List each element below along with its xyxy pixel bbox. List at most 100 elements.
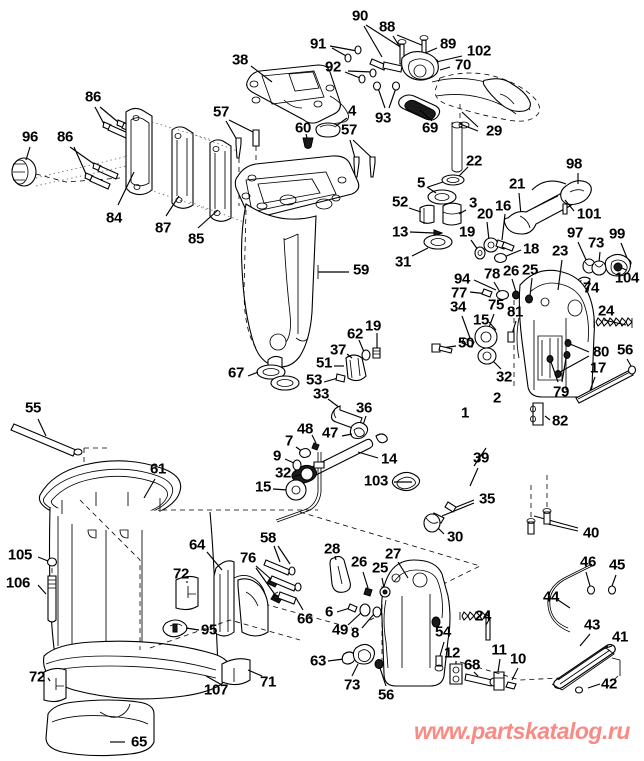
callout-62: 62	[346, 325, 364, 343]
group-side-covers	[11, 106, 245, 229]
callout-7: 7	[284, 432, 294, 450]
callout-57-left: 57	[212, 103, 230, 121]
callout-103: 103	[363, 472, 389, 490]
callout-15-upper: 15	[472, 311, 490, 329]
callout-67: 67	[227, 364, 245, 382]
callout-59: 59	[352, 261, 370, 279]
callout-91: 91	[309, 35, 327, 53]
callout-84: 84	[105, 209, 123, 227]
callout-26-lower: 26	[350, 553, 368, 571]
group-exhaust-housing	[234, 155, 360, 386]
callout-15-lower: 15	[254, 478, 272, 496]
callout-76: 76	[239, 549, 257, 567]
callout-68: 68	[463, 656, 481, 674]
callout-101: 101	[576, 205, 602, 223]
callout-54: 54	[434, 623, 452, 641]
callout-16: 16	[494, 197, 512, 215]
callout-40: 40	[582, 524, 600, 542]
callout-46: 46	[579, 553, 597, 571]
callout-58: 58	[259, 529, 277, 547]
group-lower-housing	[10, 418, 304, 757]
callout-105: 105	[7, 546, 33, 564]
group-top-plate	[246, 64, 349, 125]
callout-13: 13	[391, 223, 409, 241]
callout-21: 21	[508, 175, 526, 193]
callout-73-lower: 73	[343, 676, 361, 694]
callout-98: 98	[565, 155, 583, 173]
callout-20: 20	[476, 205, 494, 223]
callout-94: 94	[453, 270, 471, 288]
callout-38: 38	[231, 51, 249, 69]
callout-42: 42	[600, 675, 618, 693]
callout-47: 47	[321, 424, 339, 442]
callout-45: 45	[608, 556, 626, 574]
callout-32-lower: 32	[274, 464, 292, 482]
callout-49: 49	[331, 621, 349, 639]
callout-77: 77	[450, 284, 468, 302]
callout-93: 93	[374, 109, 392, 127]
callout-104: 104	[614, 269, 640, 287]
callout-102: 102	[466, 42, 492, 60]
callout-92: 92	[324, 58, 342, 76]
callout-73-upper: 73	[587, 234, 605, 252]
callout-5: 5	[416, 174, 426, 192]
callout-25-upper: 25	[521, 261, 539, 279]
callout-56-lower: 56	[377, 686, 395, 704]
callout-1: 1	[460, 404, 470, 422]
callout-97: 97	[566, 224, 584, 242]
callout-14: 14	[380, 450, 398, 468]
callout-71: 71	[259, 673, 277, 691]
callout-85: 85	[187, 230, 205, 248]
callout-12: 12	[443, 644, 461, 662]
callout-8: 8	[350, 624, 360, 642]
callout-10: 10	[509, 650, 527, 668]
callout-96: 96	[21, 128, 39, 146]
callout-25-lower: 25	[371, 559, 389, 577]
callout-48: 48	[296, 420, 314, 438]
callout-60: 60	[294, 119, 312, 137]
callout-89: 89	[439, 35, 457, 53]
callout-52: 52	[391, 193, 409, 211]
callout-11: 11	[491, 641, 507, 659]
callout-72-lower: 72	[28, 668, 46, 686]
callout-35: 35	[478, 490, 496, 508]
callout-53: 53	[305, 371, 323, 389]
callout-78: 78	[483, 265, 501, 283]
callout-3: 3	[468, 194, 478, 212]
callout-19-lower: 19	[364, 317, 382, 335]
callout-56-upper: 56	[616, 341, 634, 359]
callout-29: 29	[485, 122, 503, 140]
callout-18: 18	[522, 240, 540, 258]
callout-87: 87	[154, 219, 172, 237]
callout-4: 4	[347, 102, 357, 120]
callout-41: 41	[611, 628, 629, 646]
callout-69: 69	[421, 119, 439, 137]
group-studs-57	[225, 117, 376, 206]
callout-33: 33	[312, 385, 330, 403]
callout-55: 55	[24, 399, 42, 417]
callout-31: 31	[394, 253, 412, 271]
callout-51: 51	[315, 354, 333, 372]
callout-74: 74	[582, 279, 600, 297]
callout-90: 90	[351, 7, 369, 25]
callout-32-upper: 32	[495, 368, 513, 386]
site-watermark: www.partskatalog.ru	[414, 718, 630, 744]
callout-39: 39	[472, 449, 490, 467]
callout-24-lower: 24	[474, 607, 492, 625]
callout-65: 65	[130, 733, 148, 751]
callout-30: 30	[446, 528, 464, 546]
callout-61: 61	[149, 460, 167, 478]
callout-86-upper: 86	[84, 88, 102, 106]
callout-64: 64	[188, 536, 206, 554]
callout-99: 99	[608, 225, 626, 243]
callout-66: 66	[296, 610, 314, 628]
callout-80: 80	[592, 343, 610, 361]
callout-44: 44	[542, 588, 560, 606]
callout-22: 22	[465, 152, 483, 170]
callout-17: 17	[589, 359, 607, 377]
group-stern-bracket	[327, 555, 621, 694]
callout-57-right: 57	[340, 121, 358, 139]
callout-37: 37	[329, 341, 347, 359]
